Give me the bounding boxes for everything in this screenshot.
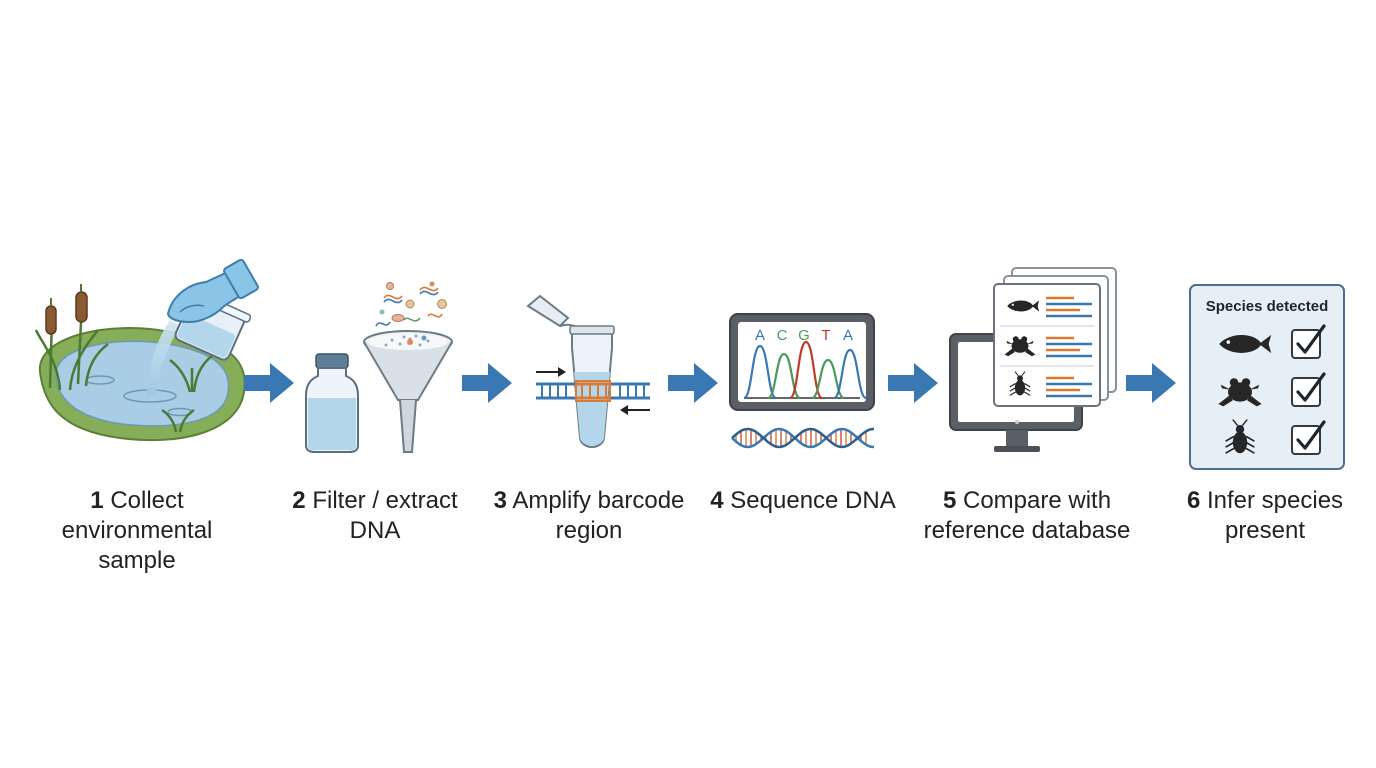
step-number: 6 xyxy=(1186,487,1201,514)
step-label-2: 2 Filter / extract DNA xyxy=(270,486,480,546)
sequence-letter: A xyxy=(755,327,765,344)
step-number: 4 xyxy=(710,487,724,514)
check-icon xyxy=(1296,372,1326,402)
sequence-letter: C xyxy=(777,327,788,344)
step-text: Compare with reference database xyxy=(923,487,1131,544)
frog-icon xyxy=(1004,336,1036,357)
pond-sample-illustration xyxy=(34,258,259,442)
fish-icon xyxy=(1007,300,1040,312)
step-label-1: 1 Collect environmental sample xyxy=(32,486,242,576)
database-row xyxy=(1000,365,1094,398)
step-label-3: 3 Amplify barcode region xyxy=(484,486,694,546)
species-row xyxy=(1218,372,1326,407)
database-row xyxy=(1000,325,1094,358)
beetle-icon xyxy=(1009,371,1031,396)
sequence-letter: G xyxy=(798,327,810,344)
step-label-5: 5 Compare with reference database xyxy=(922,486,1132,546)
step-number: 3 xyxy=(493,487,507,514)
step-text: Collect environmental sample xyxy=(61,487,213,574)
sequence-letter: A xyxy=(843,327,853,344)
check-icon xyxy=(1296,420,1326,450)
step-text: Amplify barcode region xyxy=(512,487,685,544)
species-panel-title: Species detected xyxy=(1206,298,1329,315)
step-label-4: 4 Sequence DNA xyxy=(698,486,908,516)
dna-strand xyxy=(731,427,875,449)
dna-strand xyxy=(731,427,875,449)
step-number: 5 xyxy=(942,487,957,514)
database-compare-illustration xyxy=(949,267,1117,452)
amplify-illustration xyxy=(526,294,650,448)
flow-arrow-2 xyxy=(462,363,512,403)
sequence-letter: T xyxy=(821,327,830,344)
checkbox-checked xyxy=(1291,372,1326,407)
beetle-icon xyxy=(1225,419,1255,454)
step-text: Infer species present xyxy=(1206,487,1344,544)
filter-extract-illustration xyxy=(305,281,453,453)
step-text: Filter / extract DNA xyxy=(312,487,458,544)
flow-arrow-1 xyxy=(244,363,294,403)
species-row xyxy=(1225,419,1326,455)
flow-arrow-5 xyxy=(1126,363,1176,403)
flow-arrow-3 xyxy=(668,363,718,403)
checkbox-checked xyxy=(1291,324,1326,359)
step-text: Sequence DNA xyxy=(730,487,896,514)
checkbox-checked xyxy=(1291,420,1326,455)
flow-arrow-4 xyxy=(888,363,938,403)
database-row xyxy=(1007,296,1092,318)
frog-icon xyxy=(1218,378,1262,407)
step-label-6: 6 Infer species present xyxy=(1160,486,1370,546)
species-detected-panel: Species detected xyxy=(1189,284,1345,470)
species-row xyxy=(1219,324,1326,359)
step-number: 1 xyxy=(90,487,104,514)
fish-icon xyxy=(1219,334,1272,354)
check-icon xyxy=(1296,324,1326,354)
step-number: 2 xyxy=(292,487,306,514)
